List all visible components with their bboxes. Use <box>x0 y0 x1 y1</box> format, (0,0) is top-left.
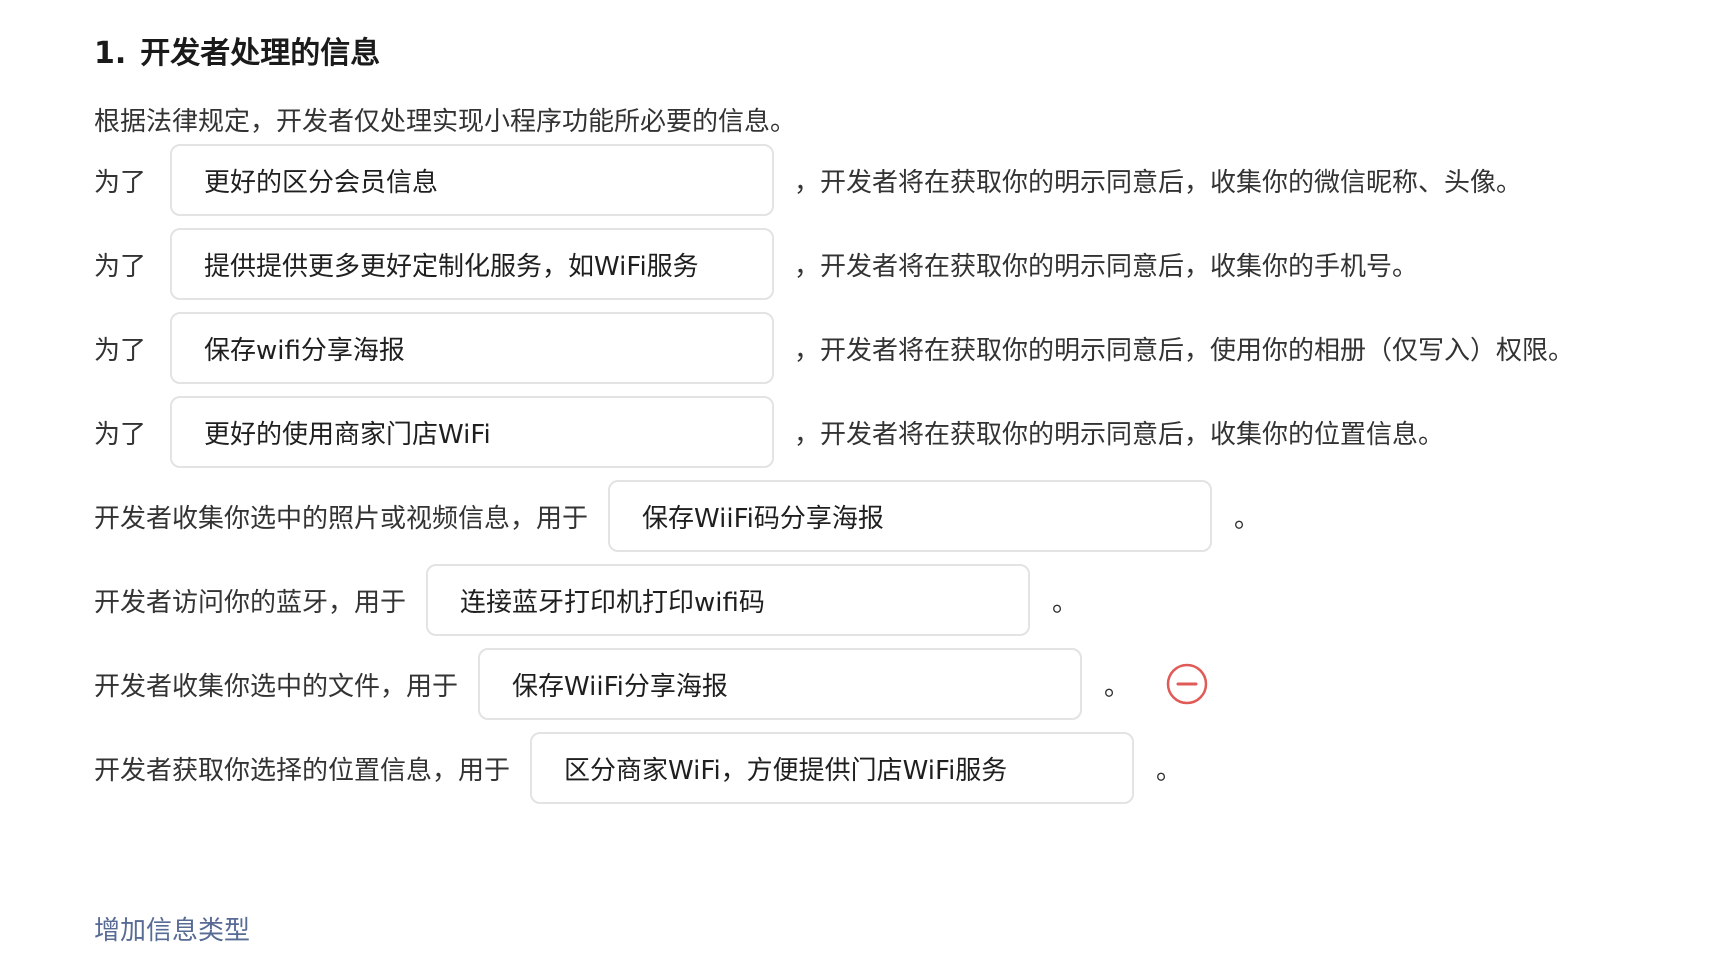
section-title: 1. 开发者处理的信息 <box>94 28 380 72</box>
purpose-input-3[interactable] <box>170 312 775 384</box>
usage-row-photos: 开发者收集你选中的照片或视频信息，用于 。 <box>94 480 1260 552</box>
purpose-suffix: ，开发者将在获取你的明示同意后，收集你的手机号。 <box>794 251 1419 282</box>
purpose-prefix: 为了 <box>94 167 147 198</box>
usage-suffix: 。 <box>1156 755 1183 786</box>
purpose-prefix: 为了 <box>94 335 147 366</box>
usage-prefix: 开发者收集你选中的文件，用于 <box>94 671 459 702</box>
minus-circle-icon <box>1166 663 1208 705</box>
usage-suffix: 。 <box>1234 503 1261 534</box>
usage-input-bluetooth[interactable] <box>426 564 1031 636</box>
usage-prefix: 开发者收集你选中的照片或视频信息，用于 <box>94 503 589 534</box>
remove-row-button[interactable] <box>1166 663 1208 705</box>
usage-suffix: 。 <box>1104 671 1131 702</box>
purpose-row-4: 为了 ，开发者将在获取你的明示同意后，收集你的位置信息。 <box>94 396 1444 468</box>
usage-input-location[interactable] <box>530 732 1135 804</box>
purpose-input-1[interactable] <box>170 144 775 216</box>
intro-text: 根据法律规定，开发者仅处理实现小程序功能所必要的信息。 <box>94 107 797 137</box>
usage-prefix: 开发者获取你选择的位置信息，用于 <box>94 755 511 786</box>
usage-row-location: 开发者获取你选择的位置信息，用于 。 <box>94 732 1182 804</box>
usage-row-bluetooth: 开发者访问你的蓝牙，用于 。 <box>94 564 1078 636</box>
purpose-row-2: 为了 ，开发者将在获取你的明示同意后，收集你的手机号。 <box>94 228 1418 300</box>
purpose-prefix: 为了 <box>94 251 147 282</box>
usage-input-files[interactable] <box>478 648 1083 720</box>
usage-input-photos[interactable] <box>608 480 1213 552</box>
purpose-suffix: ，开发者将在获取你的明示同意后，使用你的相册（仅写入）权限。 <box>794 335 1575 366</box>
usage-prefix: 开发者访问你的蓝牙，用于 <box>94 587 407 618</box>
purpose-input-2[interactable] <box>170 228 775 300</box>
purpose-input-4[interactable] <box>170 396 775 468</box>
section-title-text: 开发者处理的信息 <box>140 36 381 71</box>
usage-suffix: 。 <box>1052 587 1079 618</box>
purpose-prefix: 为了 <box>94 419 147 450</box>
purpose-suffix: ，开发者将在获取你的明示同意后，收集你的位置信息。 <box>794 419 1445 450</box>
purpose-row-3: 为了 ，开发者将在获取你的明示同意后，使用你的相册（仅写入）权限。 <box>94 312 1574 384</box>
usage-row-files: 开发者收集你选中的文件，用于 。 <box>94 648 1208 720</box>
purpose-suffix: ，开发者将在获取你的明示同意后，收集你的微信昵称、头像。 <box>794 167 1523 198</box>
add-info-type-link[interactable]: 增加信息类型 <box>94 916 251 946</box>
section-number: 1. <box>94 36 127 71</box>
purpose-row-1: 为了 ，开发者将在获取你的明示同意后，收集你的微信昵称、头像。 <box>94 144 1522 216</box>
